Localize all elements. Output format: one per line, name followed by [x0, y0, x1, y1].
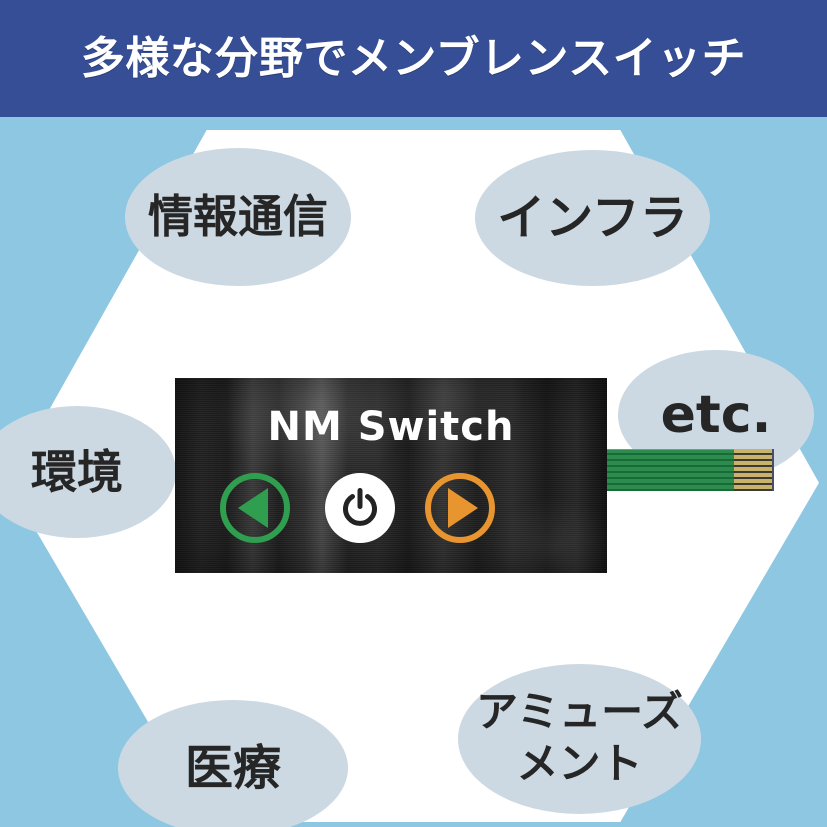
category-bubble-joho-tsushin: 情報通信 [125, 148, 351, 286]
category-bubble-iryo: 医療 [118, 700, 348, 827]
category-bubble-kankyo: 環境 [0, 406, 176, 538]
category-label-etc: etc. [660, 384, 772, 445]
category-label-amusement: アミューズ メント [476, 686, 683, 793]
triangle-left-icon [238, 488, 268, 528]
flex-cable [604, 449, 774, 491]
category-label-amusement-line1: アミューズ [475, 686, 684, 736]
category-bubble-infra: インフラ [475, 150, 710, 286]
category-bubble-amusement: アミューズ メント [458, 664, 701, 814]
page-title: 多様な分野でメンブレンスイッチ [80, 32, 747, 84]
membrane-switch-panel: NM Switch [175, 378, 607, 573]
previous-button[interactable] [220, 473, 290, 543]
flex-cable-ribbon [604, 449, 736, 491]
category-label-amusement-line2: メント [516, 739, 643, 788]
next-button[interactable] [425, 473, 495, 543]
category-label-iryo: 医療 [184, 739, 281, 796]
triangle-right-icon [447, 488, 478, 528]
category-label-kankyo: 環境 [31, 444, 123, 499]
flex-cable-contacts [734, 449, 774, 491]
panel-brand-label: NM Switch [267, 404, 515, 450]
power-icon [343, 488, 377, 526]
header-banner: 多様な分野でメンブレンスイッチ [0, 0, 827, 117]
category-label-joho-tsushin: 情報通信 [147, 190, 328, 244]
power-button[interactable] [325, 473, 395, 543]
category-label-infra: インフラ [497, 189, 688, 246]
